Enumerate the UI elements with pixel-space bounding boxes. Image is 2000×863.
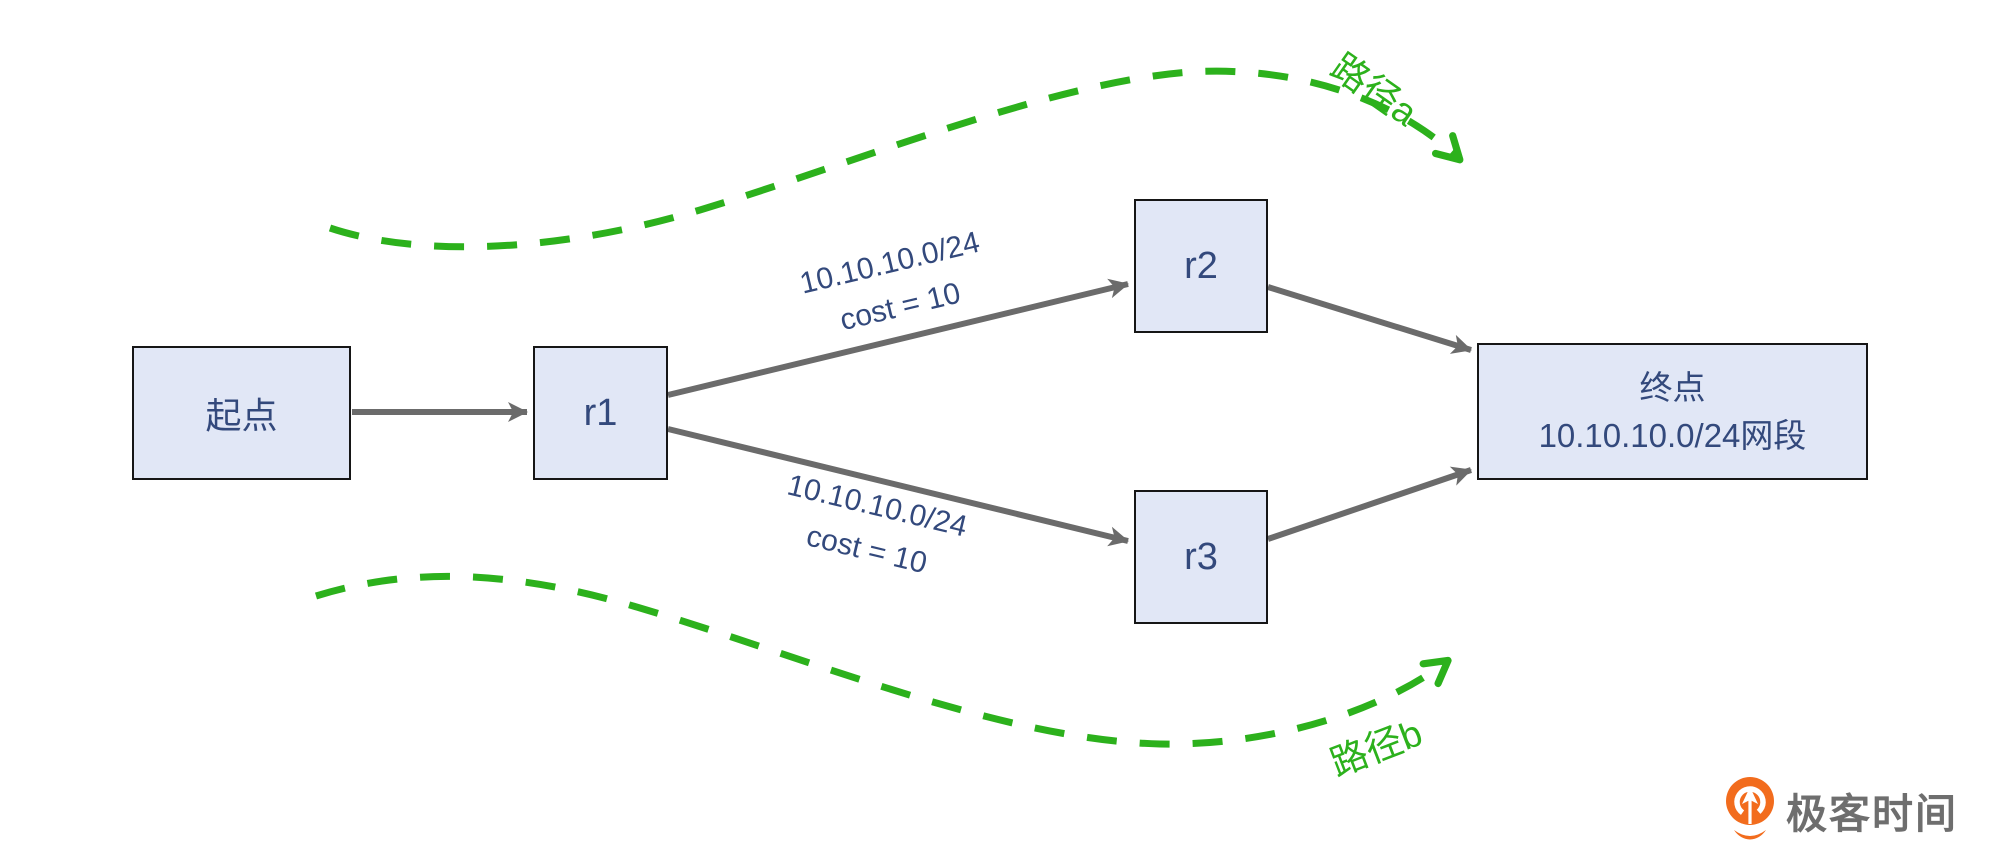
arrow-r2-to-end — [1267, 284, 1472, 354]
node-start-label: 起点 — [205, 395, 278, 436]
node-r2: r2 — [1134, 199, 1268, 333]
node-end-sublabel: 10.10.10.0/24网段 — [1538, 416, 1807, 454]
node-r3-label: r3 — [1184, 535, 1218, 578]
route-a-curve — [328, 67, 1464, 251]
geektime-logo: 极客时间 — [1724, 775, 1958, 845]
node-end-label: 终点 — [1639, 368, 1706, 406]
node-r3: r3 — [1134, 490, 1268, 624]
route-b-curve — [314, 572, 1452, 748]
node-r1: r1 — [533, 346, 668, 480]
node-end: 终点 10.10.10.0/24网段 — [1477, 343, 1868, 480]
node-r2-label: r2 — [1184, 244, 1218, 287]
geektime-logo-text: 极客时间 — [1786, 791, 1958, 837]
node-r1-label: r1 — [583, 391, 618, 434]
arrow-r1-to-r3 — [667, 426, 1129, 547]
node-start: 起点 — [132, 346, 351, 480]
arrow-r1-to-r2 — [667, 278, 1129, 398]
arrow-r3-to-end — [1267, 466, 1472, 542]
geektime-logo-icon — [1726, 777, 1774, 840]
